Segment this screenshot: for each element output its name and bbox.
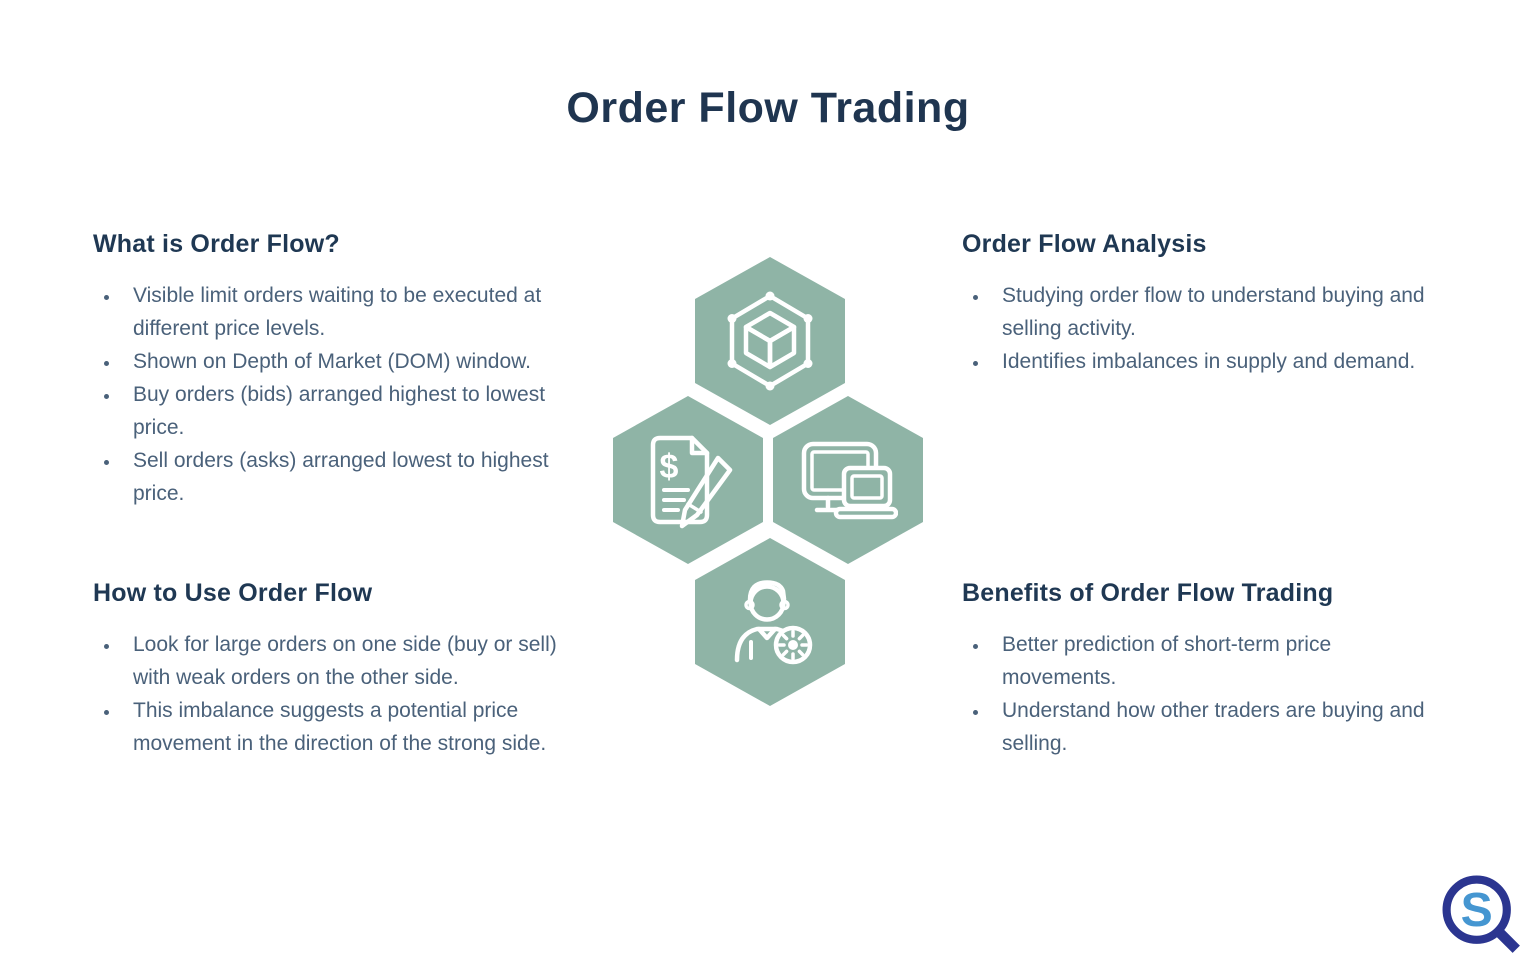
magnifier-q-logo-icon: S xyxy=(1442,875,1520,953)
page-title: Order Flow Trading xyxy=(566,84,970,132)
cube-network-icon xyxy=(727,291,813,391)
logo-letter: S xyxy=(1461,883,1493,937)
section-how-to-use-order-flow: How to Use Order Flow Look for large ord… xyxy=(93,579,573,760)
section-benefits: Benefits of Order Flow Trading Better pr… xyxy=(962,579,1440,760)
bullet-list: Better prediction of short-term price mo… xyxy=(962,628,1440,760)
bullet-item: Visible limit orders waiting to be execu… xyxy=(121,279,573,345)
section-heading: How to Use Order Flow xyxy=(93,579,373,607)
section-what-is-order-flow: What is Order Flow? Visible limit orders… xyxy=(93,230,573,510)
bullet-item: Look for large orders on one side (buy o… xyxy=(121,628,573,694)
section-heading: What is Order Flow? xyxy=(93,230,340,258)
hexagon-invoice: $ xyxy=(613,396,763,564)
bullet-item: Better prediction of short-term price mo… xyxy=(990,628,1440,694)
bullet-item: Buy orders (bids) arranged highest to lo… xyxy=(121,378,573,444)
bullet-list: Look for large orders on one side (buy o… xyxy=(93,628,573,760)
monitor-laptop-icon xyxy=(801,441,898,520)
section-order-flow-analysis: Order Flow Analysis Studying order flow … xyxy=(962,230,1440,378)
section-heading: Benefits of Order Flow Trading xyxy=(962,579,1334,607)
bullet-item: Shown on Depth of Market (DOM) window. xyxy=(121,345,573,378)
trader-person-icon xyxy=(734,580,813,665)
hexagon-devices xyxy=(773,396,923,564)
hexagon-trader xyxy=(695,538,845,706)
bullet-item: Understand how other traders are buying … xyxy=(990,694,1440,760)
hexagon-cluster: $ xyxy=(613,257,923,707)
bullet-item: Sell orders (asks) arranged lowest to hi… xyxy=(121,444,573,510)
bullet-item: Studying order flow to understand buying… xyxy=(990,279,1440,345)
invoice-pen-icon: $ xyxy=(650,435,733,529)
bullet-list: Visible limit orders waiting to be execu… xyxy=(93,279,573,510)
bullet-item: Identifies imbalances in supply and dema… xyxy=(990,345,1440,378)
section-heading: Order Flow Analysis xyxy=(962,230,1207,258)
dollar-sign-glyph: $ xyxy=(660,448,679,486)
brand-logo: S xyxy=(1438,871,1524,957)
bullet-item: This imbalance suggests a potential pric… xyxy=(121,694,573,760)
bullet-list: Studying order flow to understand buying… xyxy=(962,279,1440,378)
hexagon-cube xyxy=(695,257,845,425)
